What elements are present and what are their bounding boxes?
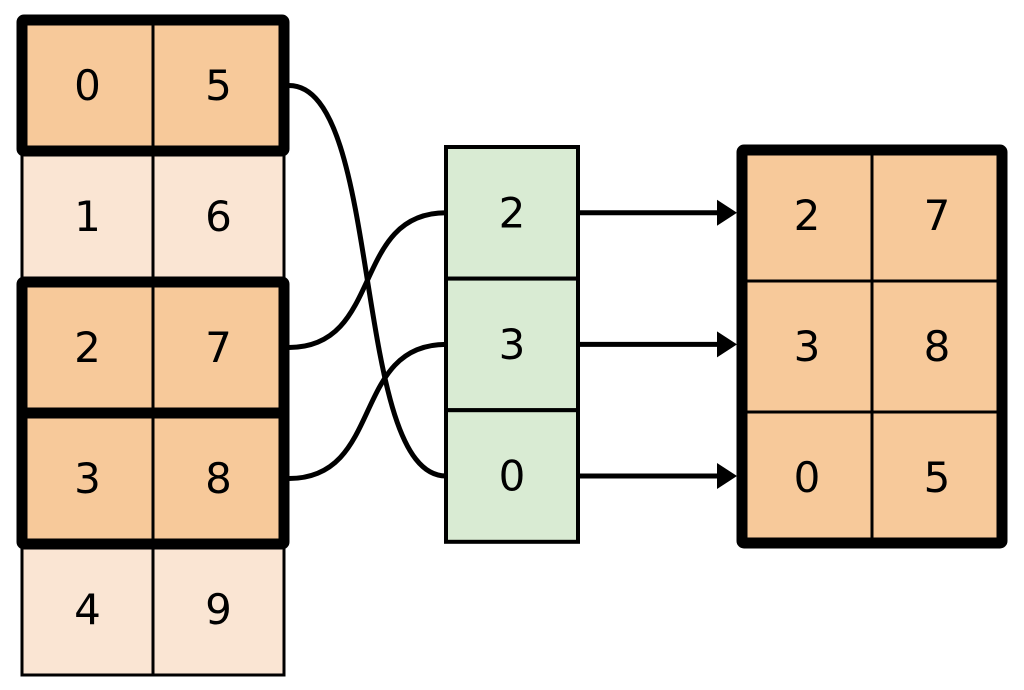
source-cell-value-1-0: 1 [74, 192, 101, 241]
source-cell-value-2-1: 7 [205, 323, 232, 372]
arrow-group [578, 199, 737, 489]
source-cell-4-1 [151, 542, 286, 677]
source-cell-value-4-1: 9 [205, 585, 232, 634]
result-cell-2-0 [740, 410, 874, 545]
connector-row-3-to-index-1 [286, 341, 449, 481]
source-cell-value-4-0: 4 [74, 585, 101, 634]
source-cell-3-1 [151, 411, 286, 546]
result-cell-value-2-0: 0 [794, 453, 821, 502]
result-cell-2-1 [870, 410, 1004, 545]
connector-curves [286, 83, 449, 481]
source-cell-value-3-1: 8 [205, 454, 232, 503]
connector-row-2-to-index-0 [286, 210, 449, 350]
arrow-head-index-2-to-result-2 [717, 463, 737, 489]
source-cell-0-0 [20, 18, 155, 153]
result-cell-value-1-1: 8 [924, 322, 951, 371]
index-cell-value-0: 2 [499, 188, 526, 237]
result-cell-1-1 [870, 279, 1004, 414]
source-cell-value-0-1: 5 [205, 61, 232, 110]
source-cell-1-1 [151, 149, 286, 284]
arrow-head-index-0-to-result-0 [717, 199, 737, 226]
result-cell-value-1-0: 3 [794, 322, 821, 371]
index-vector-column: 2 3 0 [444, 145, 580, 544]
index-cell-value-1: 3 [499, 320, 526, 369]
arrow-head-index-1-to-result-1 [717, 331, 737, 358]
source-cell-value-0-0: 0 [74, 61, 101, 110]
result-cell-value-0-1: 7 [924, 191, 951, 240]
source-cell-value-2-0: 2 [74, 323, 101, 372]
source-cell-0-1 [151, 18, 286, 153]
result-cell-value-2-1: 5 [924, 453, 951, 502]
source-cell-4-0 [20, 542, 155, 677]
result-array-table: 2 7 3 8 0 5 [736, 144, 1008, 549]
index-cell-value-2: 0 [499, 452, 526, 501]
source-cell-value-3-0: 3 [74, 454, 101, 503]
result-table-outline [736, 144, 1008, 549]
source-cell-value-1-1: 6 [205, 192, 232, 241]
result-cell-value-0-0: 2 [794, 191, 821, 240]
source-highlight-outline-0 [16, 14, 290, 157]
source-cell-2-1 [151, 280, 286, 415]
index-cell-1 [444, 276, 580, 413]
